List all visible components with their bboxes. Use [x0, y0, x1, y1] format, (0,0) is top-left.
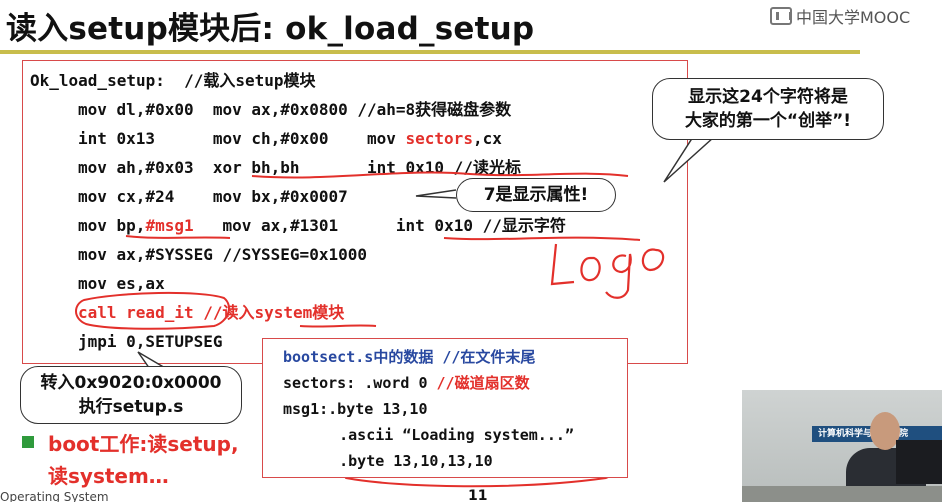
- code-line-8-c: system: [254, 303, 313, 322]
- code-line-5-c: mov ax,#1301 int 0x10 //显示字符: [193, 216, 566, 235]
- title-divider: [0, 50, 860, 54]
- lecturer-video: 计算机科学与技术学院: [742, 390, 942, 502]
- bootsect-data-panel: [262, 338, 628, 478]
- lecturer-head: [870, 412, 900, 450]
- data-line-4: .ascii “Loading system...”: [303, 426, 574, 444]
- underline-msg1: [125, 235, 231, 239]
- callout-first-feat-line2: 大家的第一个“创举”!: [684, 111, 852, 131]
- handwritten-logo: [550, 243, 665, 299]
- mooc-logo-icon: [770, 7, 792, 25]
- code-panel: [22, 60, 688, 364]
- footer-course: Operating System: [0, 490, 109, 502]
- bullet-boot-work: boot工作:读setup, 读system…: [48, 428, 239, 492]
- code-line-2: int 0x13 mov ch,#0x00 mov sectors,cx: [78, 124, 502, 153]
- data-line-3: msg1:.byte 13,10: [283, 400, 428, 418]
- code-line-7: mov es,ax: [78, 274, 165, 293]
- code-line-8-d: 模块: [312, 303, 345, 322]
- mooc-logo: 中国大学MOOC: [770, 4, 910, 28]
- callout-tail-attr: [415, 189, 457, 199]
- code-msg1-ref: #msg1: [145, 216, 194, 235]
- code-line-5: mov bp,#msg1 mov ax,#1301 int 0x10 //显示字…: [78, 211, 566, 240]
- callout-attribute: 7是显示属性!: [456, 178, 616, 212]
- callout-jump: 转入0x9020:0x0000 执行setup.s: [20, 366, 242, 424]
- monitor: [896, 440, 942, 484]
- data-line-1: bootsect.s中的数据 //在文件末尾: [283, 344, 535, 371]
- code-line-5-a: mov bp,: [78, 216, 146, 235]
- underline-read-cursor: [251, 171, 629, 179]
- code-line-3: mov ah,#0x03 xor bh,bh int 0x10 //读光标: [78, 158, 521, 177]
- data-file-name: bootsect.s: [283, 348, 374, 366]
- code-line-6: mov ax,#SYSSEG //SYSSEG=0x1000: [78, 245, 367, 264]
- mooc-logo-text: 中国大学MOOC: [796, 8, 911, 27]
- page-number: 11: [468, 488, 488, 502]
- code-line-9: jmpi 0,SETUPSEG: [78, 332, 223, 351]
- data-sectors-decl: sectors: .word 0: [283, 374, 437, 392]
- code-line-2-a: int 0x13 mov ch,#0x00 mov: [78, 129, 406, 148]
- code-call-read-it: call read_it: [78, 303, 194, 322]
- callout-jump-line2: 执行setup.s: [78, 397, 184, 417]
- code-line-label: Ok_load_setup: //载入setup模块: [30, 71, 316, 90]
- callout-jump-line1: 转入0x9020:0x0000: [40, 373, 222, 393]
- desk: [742, 486, 942, 502]
- data-line-5: .byte 13,10,13,10: [303, 452, 493, 470]
- data-sectors-comment: //磁道扇区数: [436, 374, 530, 392]
- data-file-comment: 中的数据 //在文件末尾: [373, 348, 536, 366]
- slide-title: 读入setup模块后: ok_load_setup: [6, 11, 535, 47]
- code-sectors-ref: sectors: [405, 129, 473, 148]
- underline-system: [299, 324, 377, 328]
- code-line-1: mov dl,#0x00 mov ax,#0x0800 //ah=8获得磁盘参数: [78, 100, 512, 119]
- circle-call-read-it: [75, 291, 230, 330]
- callout-first-feat-line1: 显示这24个字符将是: [688, 87, 848, 107]
- code-line-4: mov cx,#24 mov bx,#0x0007: [78, 187, 348, 206]
- bullet-line2: 读system…: [48, 464, 169, 488]
- bullet-marker: [22, 436, 34, 448]
- callout-first-feat: 显示这24个字符将是 大家的第一个“创举”!: [652, 78, 884, 140]
- code-line-2-c: ,cx: [472, 129, 502, 148]
- bullet-line1: boot工作:读setup,: [48, 432, 239, 456]
- data-line-2: sectors: .word 0 //磁道扇区数: [283, 370, 530, 397]
- underline-display: [443, 236, 641, 241]
